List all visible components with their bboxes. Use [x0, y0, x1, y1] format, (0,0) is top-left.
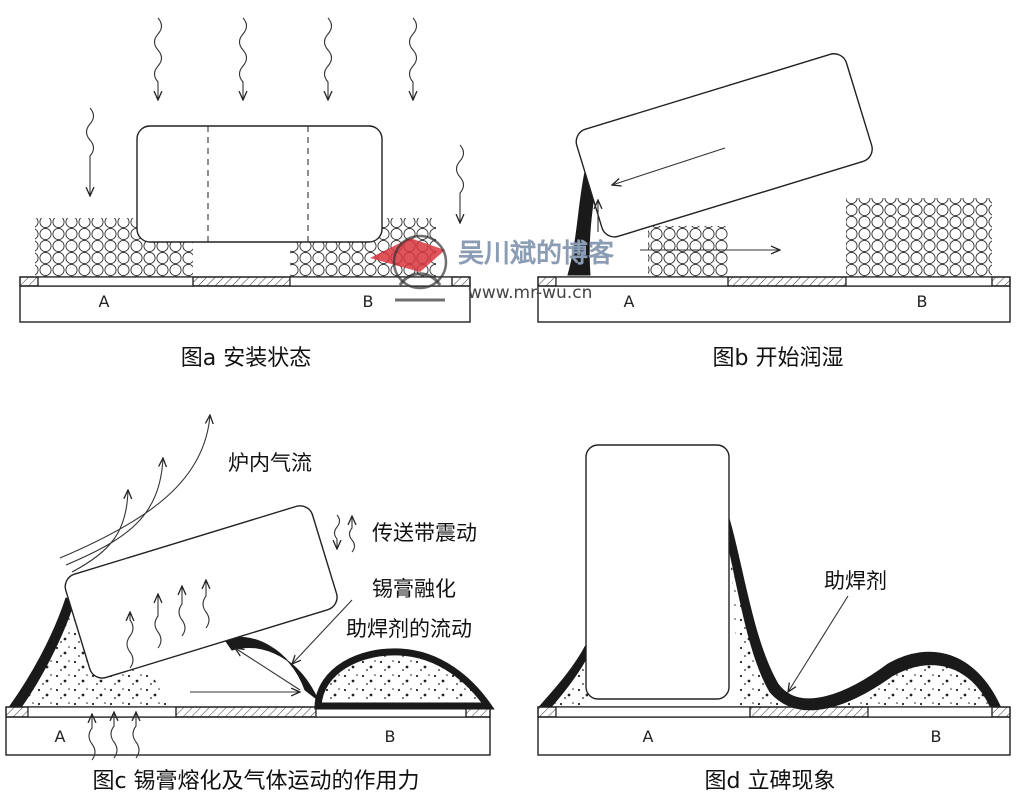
watermark: 吴川斌的博客 www.mr-wu.cn: [370, 234, 615, 303]
caption-b: 图b 开始润湿: [713, 346, 844, 371]
vibration-arrows: [335, 514, 355, 553]
pad-label-b: B: [385, 727, 396, 746]
panel-a: A B 图a 安装状态: [19, 17, 471, 371]
pad-label-b: B: [917, 292, 928, 311]
caption-d: 图d 立碑现象: [705, 769, 836, 794]
watermark-name: 吴川斌的博客: [458, 238, 615, 269]
pad-b: [845, 276, 993, 287]
annotation-conveyor-vibration: 传送带震动: [372, 521, 477, 545]
panel-b: A B 图b 开始润湿: [537, 53, 1011, 371]
pad-b: [289, 276, 453, 287]
heat-wave-arrows: [87, 17, 464, 223]
heat-wave-arrows: [89, 580, 209, 761]
pad-label-b: B: [931, 727, 942, 746]
pad-label-a: A: [55, 727, 66, 746]
pad-a: [27, 706, 177, 718]
pad-a: [37, 276, 194, 287]
annotation-flux: 助焊剂: [824, 569, 887, 593]
pad-label-a: A: [99, 292, 110, 311]
panel-d: 助焊剂 A B 图d 立碑现象: [537, 444, 1011, 794]
pad-label-b: B: [363, 292, 374, 311]
chip-component: [136, 125, 383, 243]
molten-solder-right: [314, 648, 495, 710]
annotation-flux-flow: 助焊剂的流动: [346, 617, 472, 641]
annotation-furnace-airflow: 炉内气流: [228, 451, 312, 475]
tombstoned-chip: [585, 444, 730, 700]
pad-a: [555, 706, 751, 718]
furnace-airflow-arrows: [59, 415, 210, 573]
chip-component: [575, 53, 873, 238]
flux-wave: [728, 520, 995, 706]
chip-component: [64, 505, 338, 679]
flux-flow: [224, 636, 319, 701]
pad-b: [867, 706, 993, 718]
solder-paste-right: [846, 198, 992, 277]
solder-fillet-left: [545, 648, 588, 706]
solder-paste-left: [648, 226, 728, 277]
caption-a: 图a 安装状态: [181, 346, 311, 371]
watermark-logo-icon: [370, 234, 448, 302]
pad-label-a: A: [624, 292, 635, 311]
pad-label-a: A: [643, 727, 654, 746]
panel-c: A B 炉内气流 传送带震动 锡膏融化 助焊剂的流动 图c 锡膏熔化及气体运动的…: [5, 415, 495, 794]
caption-c: 图c 锡膏熔化及气体运动的作用力: [92, 769, 419, 794]
annotation-paste-melting: 锡膏融化: [372, 577, 456, 601]
watermark-url: www.mr-wu.cn: [468, 283, 592, 303]
